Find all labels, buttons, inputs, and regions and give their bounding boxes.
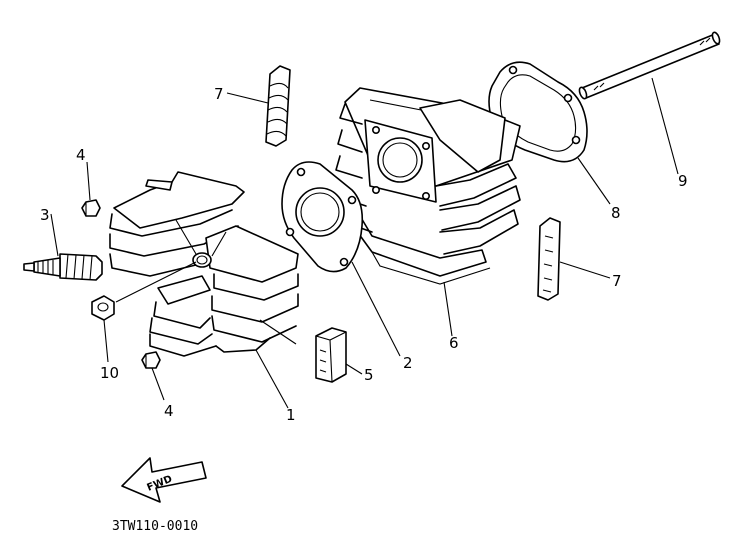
- damper-part-5: [315, 327, 347, 383]
- label-part-1: 1: [286, 406, 296, 424]
- cylinder-head-part-1: [109, 171, 299, 357]
- label-part-10: 10: [100, 364, 119, 382]
- label-part-7-upper: 7: [214, 85, 224, 103]
- damper-strip-part-7-lower: [537, 217, 561, 301]
- label-part-7-lower: 7: [612, 272, 622, 290]
- part-labels: 1 2 3 4 4 5 6 7 7 8 9 10: [40, 85, 688, 424]
- label-part-3: 3: [40, 206, 50, 224]
- nut-part-4-upper: [81, 199, 101, 217]
- damper-strip-part-7-upper: [265, 65, 291, 147]
- cylinder-gasket-part-2: [281, 161, 364, 273]
- label-part-4-lower: 4: [164, 402, 174, 420]
- label-part-9: 9: [678, 172, 688, 190]
- label-part-2: 2: [403, 354, 413, 372]
- cylinder-part-6: [335, 87, 521, 285]
- label-part-6: 6: [449, 334, 459, 352]
- stud-bolt-part-9: [578, 31, 721, 100]
- label-part-4-upper: 4: [76, 146, 86, 164]
- nut-part-4-lower: [141, 351, 161, 369]
- spark-plug-part-3: [23, 253, 103, 281]
- diagram-code: 3TW110-0010: [112, 519, 198, 534]
- label-part-8: 8: [611, 204, 621, 222]
- forward-arrow-icon: FWD: [121, 457, 207, 503]
- nut-part-10: [91, 295, 115, 321]
- leader-lines: [50, 77, 679, 409]
- label-part-5: 5: [364, 366, 374, 384]
